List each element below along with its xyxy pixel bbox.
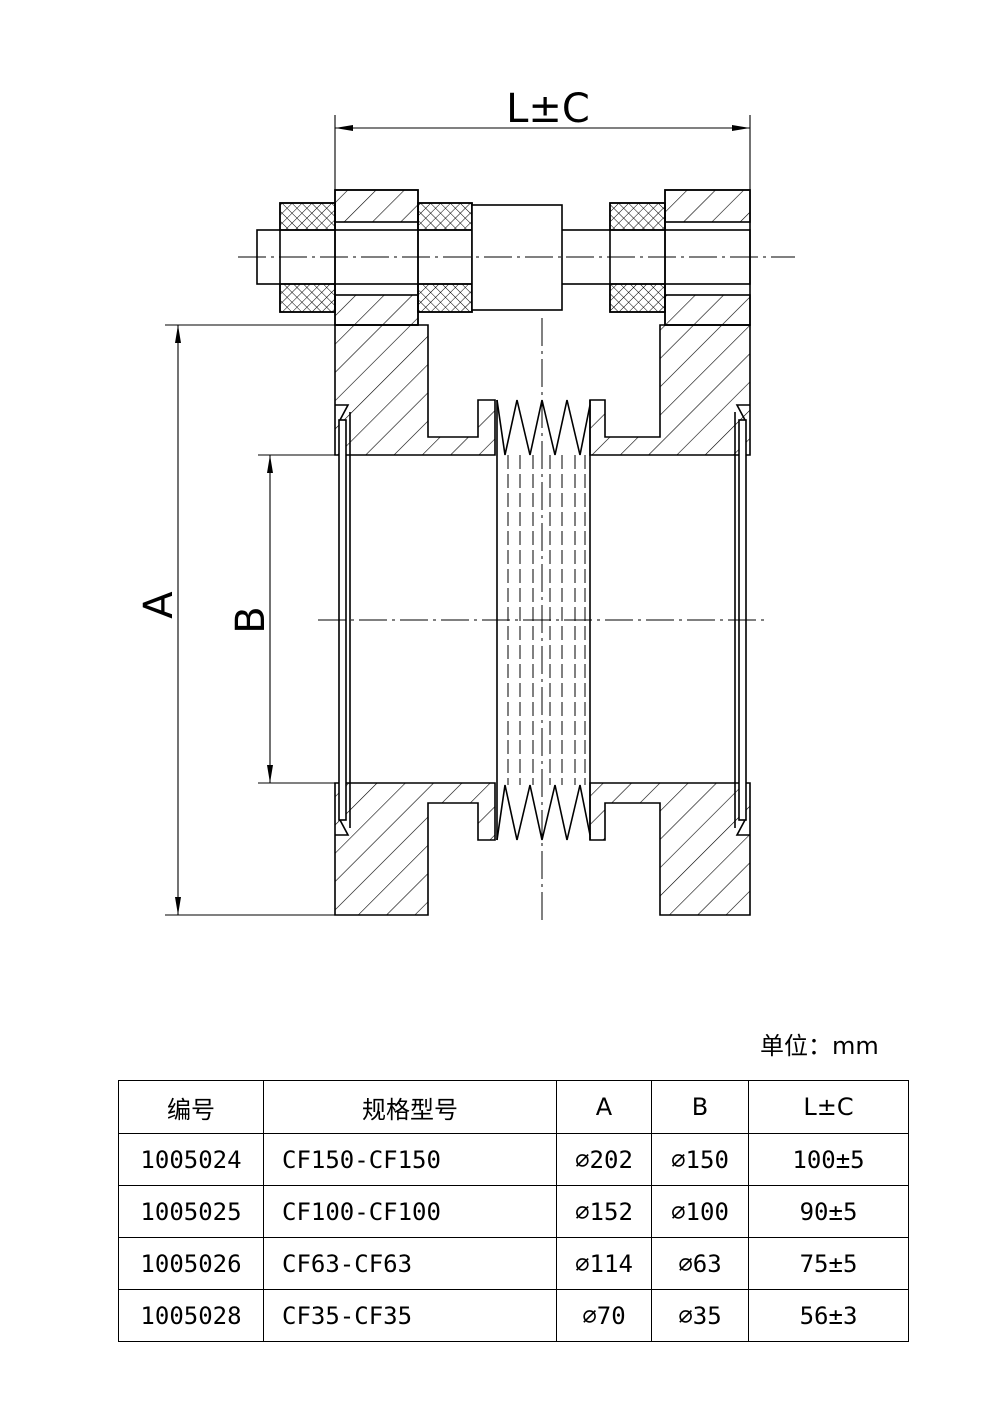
cell-a: ⌀70: [556, 1289, 652, 1342]
cell-a: ⌀202: [556, 1133, 652, 1186]
table-row: 1005025 CF100-CF100 ⌀152 ⌀100 90±5: [118, 1185, 909, 1238]
cell-model: CF35-CF35: [263, 1289, 557, 1342]
cell-a: ⌀152: [556, 1185, 652, 1238]
cell-length: 75±5: [748, 1237, 909, 1290]
cell-code: 1005024: [118, 1133, 264, 1186]
cell-model: CF63-CF63: [263, 1237, 557, 1290]
length-dimension-label: L±C: [506, 86, 590, 132]
table-row: 1005026 CF63-CF63 ⌀114 ⌀63 75±5: [118, 1237, 909, 1290]
diameter-b-dimension: B: [228, 454, 335, 784]
diameter-a-label: A: [136, 591, 182, 619]
right-flange-bolt-block: [664, 189, 751, 326]
table-header-row: 编号 规格型号 A B L±C: [118, 1080, 909, 1134]
cell-model: CF150-CF150: [263, 1133, 557, 1186]
left-flange-bolt-block: [334, 189, 419, 326]
cell-code: 1005026: [118, 1237, 264, 1290]
diameter-a-dimension: A: [136, 324, 335, 916]
header-model: 规格型号: [263, 1080, 557, 1134]
specification-table: 编号 规格型号 A B L±C 1005024 CF150-CF150 ⌀202…: [118, 1080, 909, 1342]
header-a: A: [556, 1080, 652, 1134]
cell-code: 1005025: [118, 1185, 264, 1238]
header-code: 编号: [118, 1080, 264, 1134]
bolt-assembly: [238, 189, 795, 326]
table-row: 1005024 CF150-CF150 ⌀202 ⌀150 100±5: [118, 1133, 909, 1186]
cell-code: 1005028: [118, 1289, 264, 1342]
header-length: L±C: [748, 1080, 909, 1134]
middle-nut: [417, 202, 473, 313]
header-b: B: [651, 1080, 749, 1134]
table-row: 1005028 CF35-CF35 ⌀70 ⌀35 56±3: [118, 1289, 909, 1342]
bellows-assembly-drawing: L±C: [136, 86, 795, 922]
right-nut: [609, 202, 666, 313]
cell-b: ⌀35: [651, 1289, 749, 1342]
cell-length: 90±5: [748, 1185, 909, 1238]
cell-length: 56±3: [748, 1289, 909, 1342]
cell-b: ⌀100: [651, 1185, 749, 1238]
unit-label: 单位：mm: [760, 1032, 879, 1060]
diameter-b-label: B: [228, 606, 274, 633]
cell-b: ⌀63: [651, 1237, 749, 1290]
length-dimension: L±C: [334, 86, 751, 190]
cell-b: ⌀150: [651, 1133, 749, 1186]
cell-a: ⌀114: [556, 1237, 652, 1290]
cell-model: CF100-CF100: [263, 1185, 557, 1238]
cell-length: 100±5: [748, 1133, 909, 1186]
